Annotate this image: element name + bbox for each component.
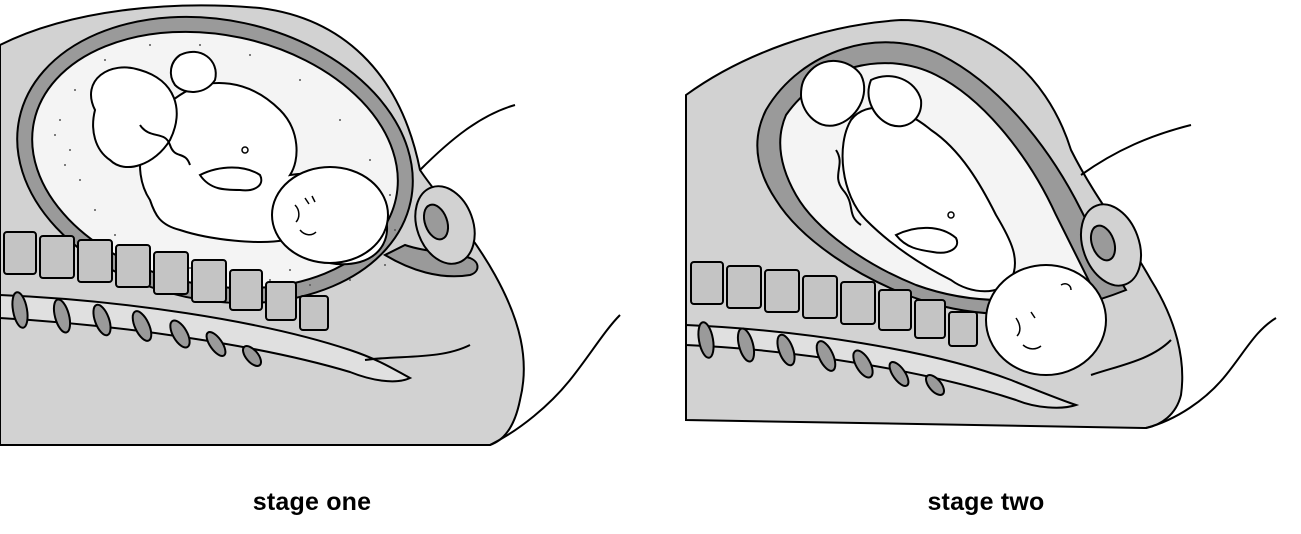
abdomen-outline: [420, 105, 515, 170]
fetus-upper-leg: [171, 52, 216, 92]
fetus-head: [272, 167, 388, 263]
stage-two-illustration: [651, 0, 1301, 480]
stage-one-illustration: [0, 0, 650, 480]
stage-two-caption: stage two: [661, 488, 1301, 517]
stage-one-panel: stage one: [0, 0, 650, 534]
fetus-head: [986, 265, 1106, 375]
stage-one-caption: stage one: [0, 488, 637, 517]
abdomen-outline: [1081, 125, 1191, 175]
stage-two-panel: stage two: [651, 0, 1301, 534]
